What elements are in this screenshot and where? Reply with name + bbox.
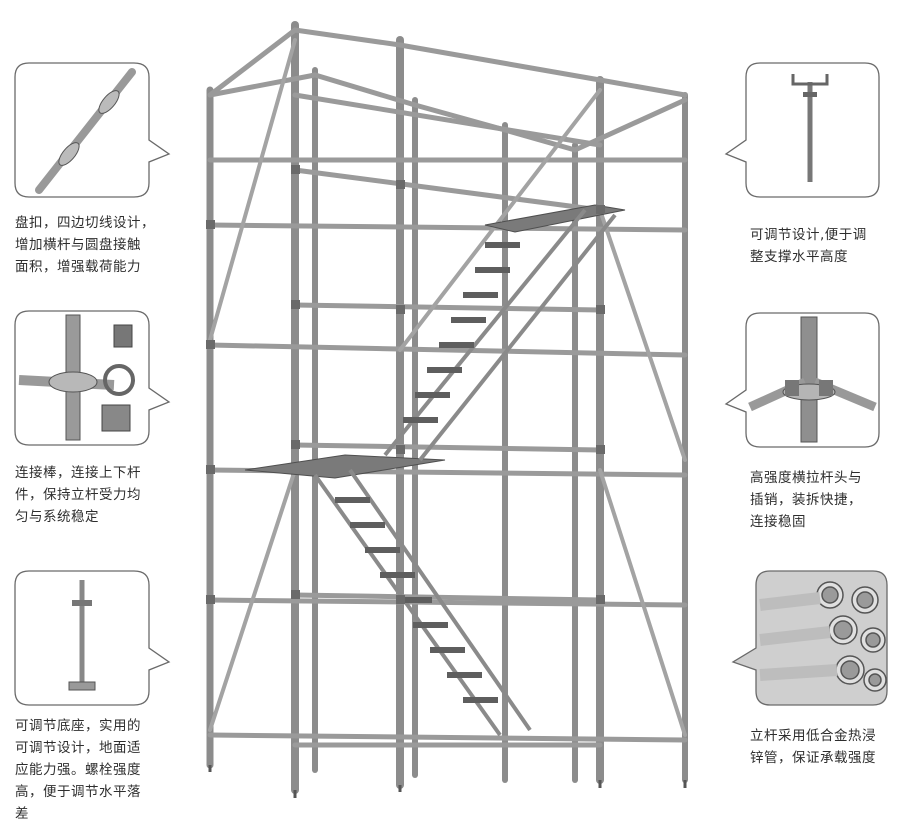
ringlock-rosette-image xyxy=(35,68,136,194)
u-head-jack-image xyxy=(791,74,829,182)
adjustable-base-image xyxy=(68,580,96,691)
callout-ringlock-rosette: 盘扣，四边切线设计， 增加横杆与圆盘接触 面积，增强载荷能力 xyxy=(14,62,184,282)
callout-caption: 立杆采用低合金热浸 锌管，保证承载强度 xyxy=(750,728,876,766)
callout-caption: 高强度横拉杆头与 插销，装拆快捷， 连接稳固 xyxy=(750,470,862,530)
scaffold-tower-illustration xyxy=(206,21,688,798)
ledger-head-image xyxy=(748,316,877,443)
callout-spigot-connector: 连接棒，连接上下杆 件，保持立杆受力均 匀与系统稳定 xyxy=(14,310,184,530)
callout-frame xyxy=(14,570,171,706)
callout-caption: 可调节设计,便于调 整支撑水平高度 xyxy=(750,227,867,265)
callout-caption: 盘扣，四边切线设计， 增加横杆与圆盘接触 面积，增强载荷能力 xyxy=(15,215,155,275)
callout-frame xyxy=(14,62,171,198)
callout-caption: 连接棒，连接上下杆 件，保持立杆受力均 匀与系统稳定 xyxy=(15,465,141,525)
callout-galvanized-tubes: 立杆采用低合金热浸 锌管，保证承载强度 xyxy=(725,570,900,790)
callout-frame xyxy=(14,310,171,446)
galvanized-tubes-image xyxy=(759,581,887,692)
callout-frame xyxy=(724,312,880,448)
callout-u-head-jack: 可调节设计,便于调 整支撑水平高度 xyxy=(724,62,895,282)
callout-adjustable-base: 可调节底座，实用的 可调节设计，地面适 应能力强。螺栓强度 高，便于调节水平落 … xyxy=(14,570,184,822)
spigot-connector-image xyxy=(18,314,135,441)
callout-frame xyxy=(731,570,888,706)
callout-caption: 可调节底座，实用的 可调节设计，地面适 应能力强。螺栓强度 高，便于调节水平落 … xyxy=(15,718,141,822)
callout-frame xyxy=(724,62,880,198)
callout-ledger-head: 高强度横拉杆头与 插销，装拆快捷， 连接稳固 xyxy=(724,312,895,532)
